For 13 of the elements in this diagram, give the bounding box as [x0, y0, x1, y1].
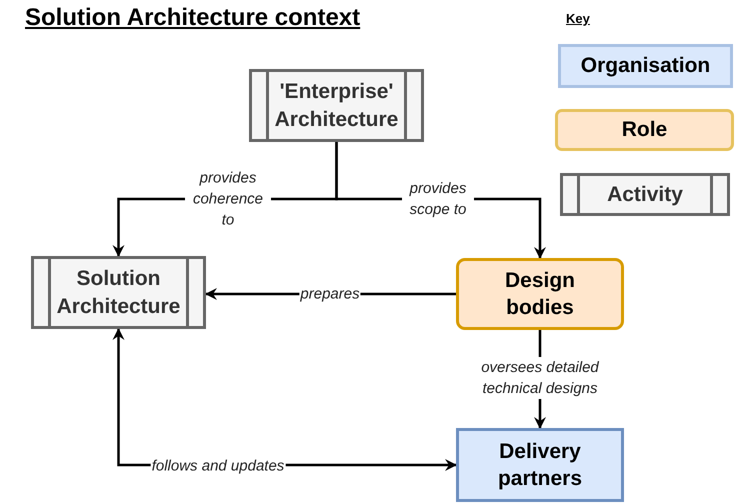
node-label: Design bodies: [504, 268, 576, 321]
organisation-box: [456, 428, 624, 502]
key-heading: Key: [566, 11, 590, 26]
legend-label: Role: [622, 118, 668, 142]
node-label: 'Enterprise' Architecture: [274, 79, 400, 132]
legend-label: Organisation: [580, 54, 710, 78]
activity-box: [249, 69, 424, 142]
role-box: [456, 258, 624, 330]
activity-box: [31, 256, 206, 329]
node-label: Solution Architecture: [56, 266, 182, 320]
legend-label: Activity: [607, 182, 683, 206]
diagram-title: Solution Architecture context: [25, 4, 360, 32]
node-label: Delivery partners: [496, 438, 584, 492]
